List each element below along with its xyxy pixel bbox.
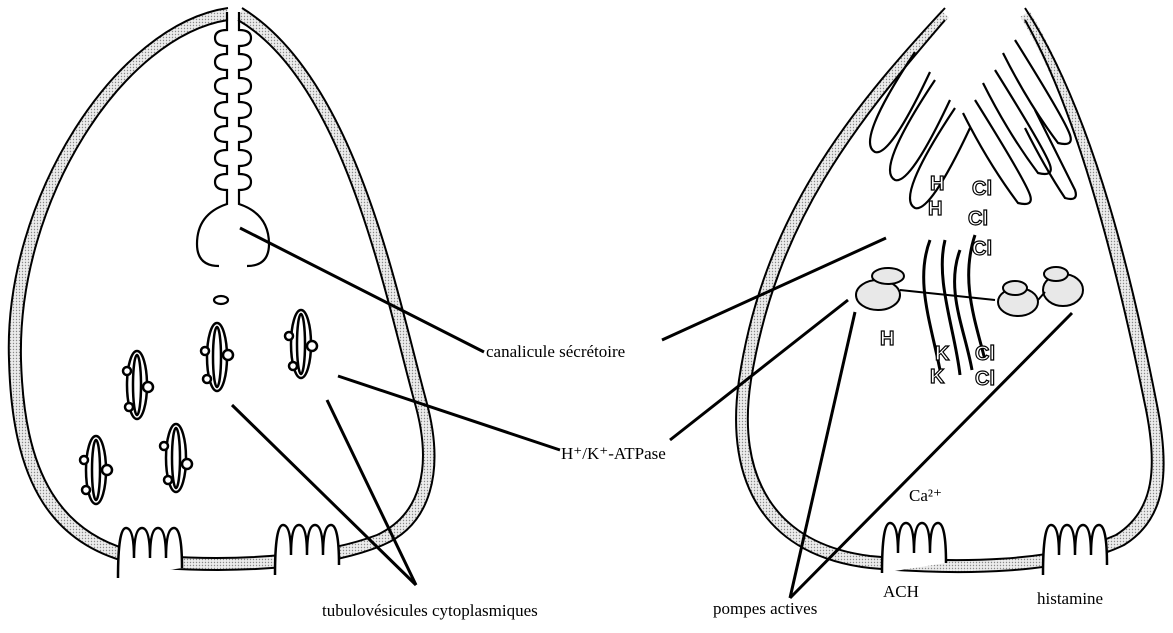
resting-canaliculus: [197, 12, 269, 304]
ion-k: K: [935, 343, 950, 365]
ion-h: H: [880, 328, 894, 350]
ion-cl: Cl: [972, 238, 992, 260]
resting-cell: [9, 8, 435, 570]
ion-cl: Cl: [968, 208, 988, 230]
ion-h: H: [930, 173, 944, 195]
ion-cl: Cl: [972, 178, 992, 200]
stimulated-cell: [736, 8, 1164, 572]
label-atpase: H⁺/K⁺-ATPase: [561, 445, 666, 462]
ion-cl: Cl: [975, 368, 995, 390]
tubulovesicle-group: [80, 310, 317, 504]
ion-k: K: [930, 366, 945, 388]
leader-atpase-left: [338, 376, 560, 450]
label-ach: ACH: [883, 583, 919, 600]
label-histamine: histamine: [1037, 590, 1103, 607]
stimulated-cell-membrane: [742, 14, 1158, 566]
label-tubulovesicules: tubulovésicules cytoplasmiques: [322, 602, 538, 619]
label-pompes: pompes actives: [713, 600, 817, 617]
ion-cl: Cl: [975, 343, 995, 365]
label-calcium: Ca²⁺: [909, 487, 942, 504]
leader-canalicule-left: [240, 228, 484, 352]
ion-h: H: [928, 198, 942, 220]
label-canalicule: canalicule sécrétoire: [486, 343, 625, 360]
